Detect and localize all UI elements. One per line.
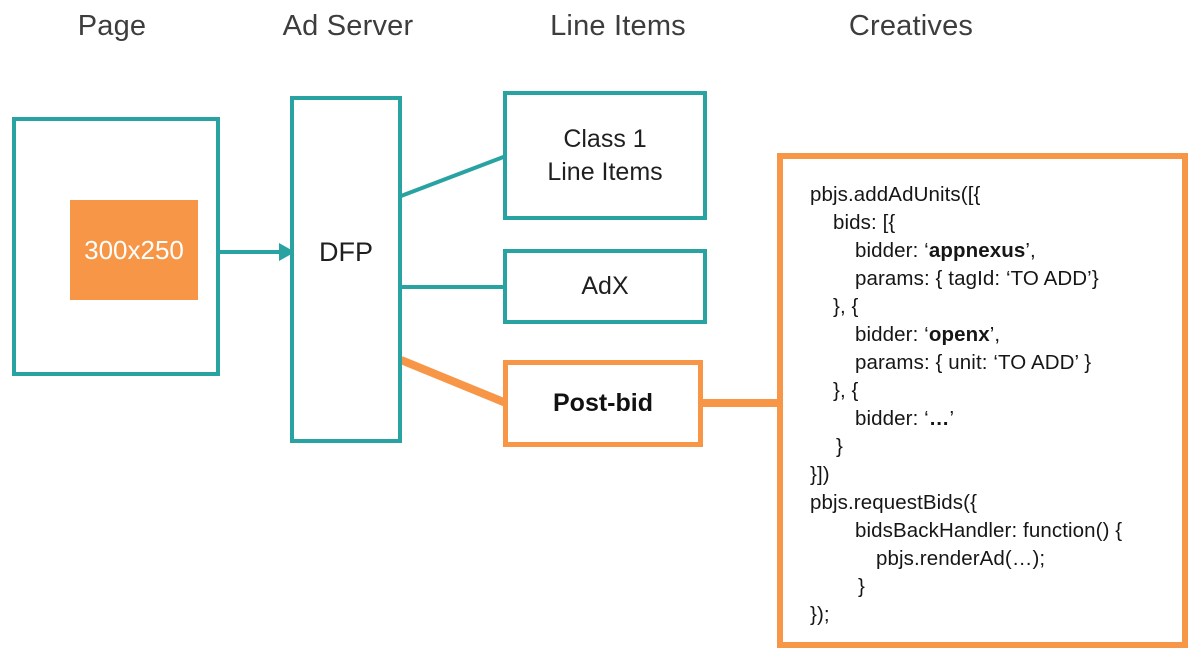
code-line: }, { bbox=[833, 379, 859, 402]
creatives-code-box: pbjs.addAdUnits([{ bids: [{ bidder: ‘appne… bbox=[777, 153, 1188, 648]
code-line: pbjs.requestBids({ bbox=[810, 491, 978, 514]
connector-dfp-to-postbid bbox=[399, 356, 508, 407]
code-block: pbjs.addAdUnits([{ bids: [{ bidder: ‘appne… bbox=[810, 181, 1172, 629]
code-line: bidder: ‘appnexus’, bbox=[855, 239, 1036, 262]
code-line: pbjs.addAdUnits([{ bbox=[810, 183, 981, 206]
code-line: }); bbox=[810, 603, 830, 626]
code-line: }, { bbox=[833, 295, 859, 318]
code-line: bidder: ‘openx’, bbox=[855, 323, 1001, 346]
code-line: params: { tagId: ‘TO ADD’} bbox=[855, 267, 1099, 290]
adx-box: AdX bbox=[503, 249, 707, 324]
class1-line-items-label: Class 1 Line Items bbox=[547, 123, 662, 189]
code-line: } bbox=[836, 435, 843, 458]
code-line: pbjs.renderAd(…); bbox=[876, 547, 1046, 570]
ad-slot-label: 300x250 bbox=[84, 234, 184, 265]
class1-label-line1: Class 1 bbox=[563, 124, 647, 153]
dfp-box: DFP bbox=[290, 96, 402, 443]
code-line: } bbox=[858, 575, 865, 598]
ad-slot-300x250: 300x250 bbox=[70, 200, 198, 300]
code-line: params: { unit: ‘TO ADD’ } bbox=[855, 351, 1092, 374]
dfp-label: DFP bbox=[319, 237, 373, 267]
code-line: bids: [{ bbox=[833, 211, 896, 234]
code-line: bidsBackHandler: function() { bbox=[855, 519, 1123, 542]
column-header-ad-server: Ad Server bbox=[282, 10, 414, 42]
postbid-box: Post-bid bbox=[503, 360, 703, 447]
connector-dfp-to-class1 bbox=[400, 154, 507, 198]
column-header-creatives: Creatives bbox=[848, 10, 974, 42]
code-line: bidder: ‘…’ bbox=[855, 407, 955, 430]
class1-label-line2: Line Items bbox=[547, 157, 663, 186]
code-line: }]) bbox=[810, 463, 830, 486]
column-header-line-items: Line Items bbox=[550, 10, 686, 42]
class1-line-items-box: Class 1 Line Items bbox=[503, 91, 707, 220]
arrowhead-icon bbox=[279, 243, 295, 261]
postbid-label: Post-bid bbox=[553, 389, 653, 417]
adx-label: AdX bbox=[581, 272, 629, 300]
column-header-page: Page bbox=[77, 10, 147, 42]
